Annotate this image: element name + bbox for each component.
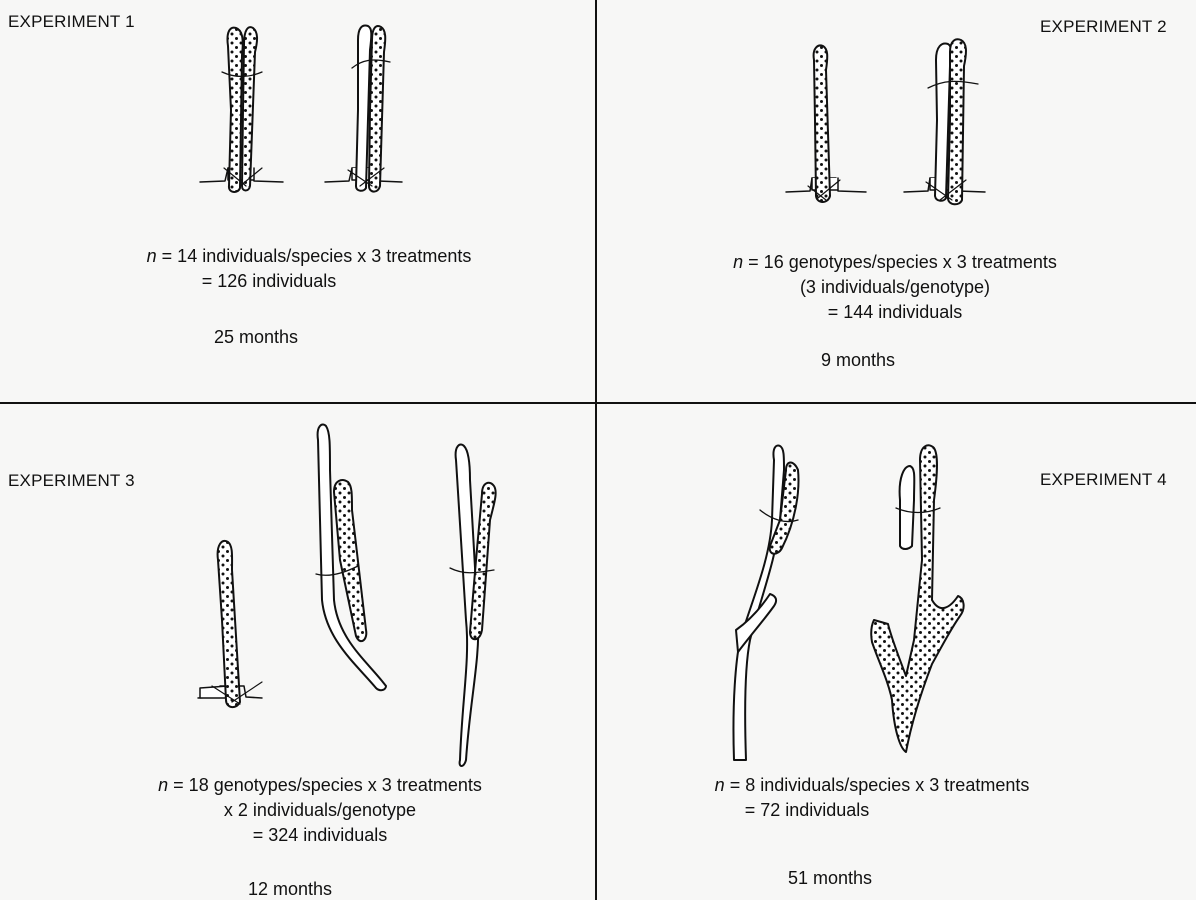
exp4-stem-branched-plain xyxy=(733,446,798,760)
experiment-4-label: EXPERIMENT 4 xyxy=(1040,470,1167,490)
experiment-3-sample-size: n = 18 genotypes/species x 3 treatments … xyxy=(80,773,560,848)
experiment-4-duration: 51 months xyxy=(760,868,900,889)
experiment-1-label: EXPERIMENT 1 xyxy=(8,12,135,32)
exp4-stem-branched-stippled xyxy=(871,445,963,752)
sample-size-line: = 126 individuals xyxy=(0,269,554,294)
sample-size-line: = 18 genotypes/species x 3 treatments xyxy=(173,775,482,795)
experiment-1-sample-size: n = 14 individuals/species x 3 treatment… xyxy=(64,244,554,294)
n-symbol: n xyxy=(158,775,168,795)
experiment-3-label: EXPERIMENT 3 xyxy=(8,471,135,491)
sample-size-line: = 72 individuals xyxy=(502,798,1112,823)
sample-size-line: = 324 individuals xyxy=(80,823,560,848)
exp1-stem-pair-a xyxy=(200,27,283,192)
exp2-stem-pair xyxy=(904,39,985,204)
exp3-stem-pair-b xyxy=(450,445,496,766)
exp3-stem-pair-a xyxy=(316,425,386,691)
n-symbol: n xyxy=(147,246,157,266)
experiment-1-duration: 25 months xyxy=(186,327,326,348)
experiment-2-sample-size: n = 16 genotypes/species x 3 treatments … xyxy=(660,250,1130,325)
sample-size-line: (3 individuals/genotype) xyxy=(660,275,1130,300)
experiment-2-label: EXPERIMENT 2 xyxy=(1040,17,1167,37)
exp1-stem-pair-b xyxy=(325,26,402,192)
sample-size-line: = 14 individuals/species x 3 treatments xyxy=(162,246,472,266)
experiment-4-sample-size: n = 8 individuals/species x 3 treatments… xyxy=(632,773,1112,823)
sample-size-line: = 144 individuals xyxy=(660,300,1130,325)
experiment-3-duration: 12 months xyxy=(220,879,360,900)
sample-size-line: = 16 genotypes/species x 3 treatments xyxy=(748,252,1057,272)
sample-size-line: = 8 individuals/species x 3 treatments xyxy=(730,775,1030,795)
n-symbol: n xyxy=(733,252,743,272)
n-symbol: n xyxy=(715,775,725,795)
sample-size-line: x 2 individuals/genotype xyxy=(80,798,560,823)
experiment-2-duration: 9 months xyxy=(788,350,928,371)
exp2-stem-single xyxy=(786,46,866,202)
exp3-stem-single xyxy=(198,541,262,707)
